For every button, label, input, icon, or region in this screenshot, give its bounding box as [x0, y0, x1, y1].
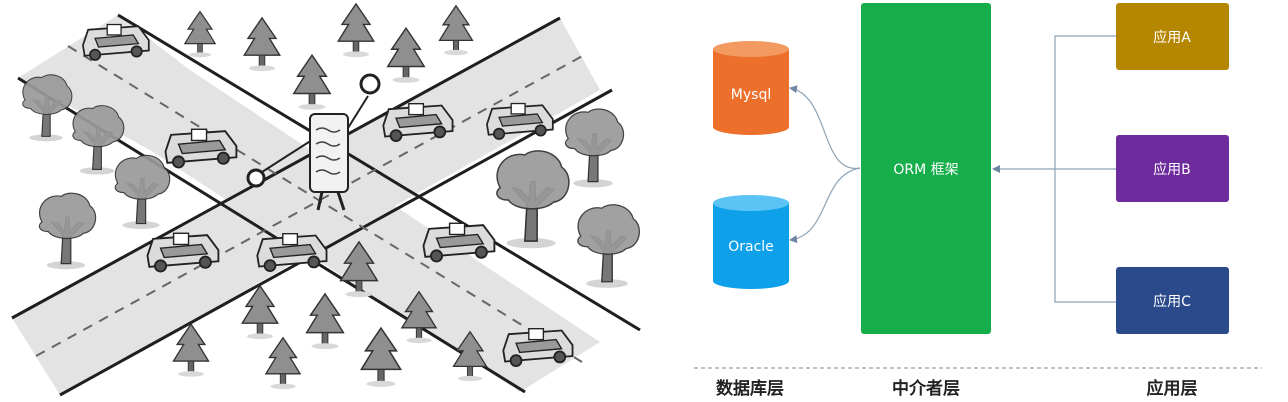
arrow-orm-to-mysql	[789, 85, 861, 169]
pine-tree	[438, 5, 474, 56]
application-a-label: 应用A	[1153, 29, 1191, 46]
mediator-layer-label: 中介者层	[892, 378, 960, 399]
pine-tree	[337, 3, 375, 58]
oak-tree	[496, 150, 570, 250]
pine-tree	[305, 293, 345, 350]
pine-tree	[387, 27, 425, 84]
application-b-box: 应用B	[1116, 135, 1229, 202]
application-b-label: 应用B	[1153, 161, 1191, 178]
orm-framework-block: ORM 框架	[861, 3, 991, 334]
oak-tree	[564, 108, 625, 189]
mysql-database-cylinder: Mysql	[713, 41, 789, 135]
pine-tree	[184, 11, 216, 58]
arrow-orm-to-oracle	[789, 167, 861, 244]
application-layer-label: 应用层	[1147, 378, 1198, 399]
pine-tree	[172, 323, 210, 378]
application-c-box: 应用C	[1116, 267, 1229, 334]
oak-tree	[38, 192, 97, 270]
pine-tree	[243, 17, 281, 72]
app-bracket-connector	[1054, 35, 1116, 303]
oak-tree	[72, 105, 125, 176]
database-layer-label: 数据库层	[716, 378, 784, 399]
orm-architecture-diagram: Mysql Oracle ORM 框架 应用A 应用B 应用C	[694, 3, 1262, 399]
pine-tree	[241, 285, 279, 340]
oracle-database-cylinder: Oracle	[713, 195, 789, 289]
application-c-label: 应用C	[1153, 293, 1191, 310]
oak-tree	[22, 74, 73, 142]
mysql-label: Mysql	[731, 87, 771, 103]
application-a-box: 应用A	[1116, 3, 1229, 70]
oak-tree	[114, 154, 171, 230]
orm-framework-label: ORM 框架	[893, 162, 958, 178]
road-diagonal-up	[12, 18, 600, 395]
oak-tree	[577, 204, 641, 289]
traffic-illustration	[11, 3, 641, 397]
pine-tree	[293, 54, 331, 111]
pine-tree	[265, 337, 301, 390]
pine-tree	[360, 327, 402, 388]
traffic-controller-figure	[246, 73, 381, 211]
oracle-label: Oracle	[728, 239, 774, 255]
